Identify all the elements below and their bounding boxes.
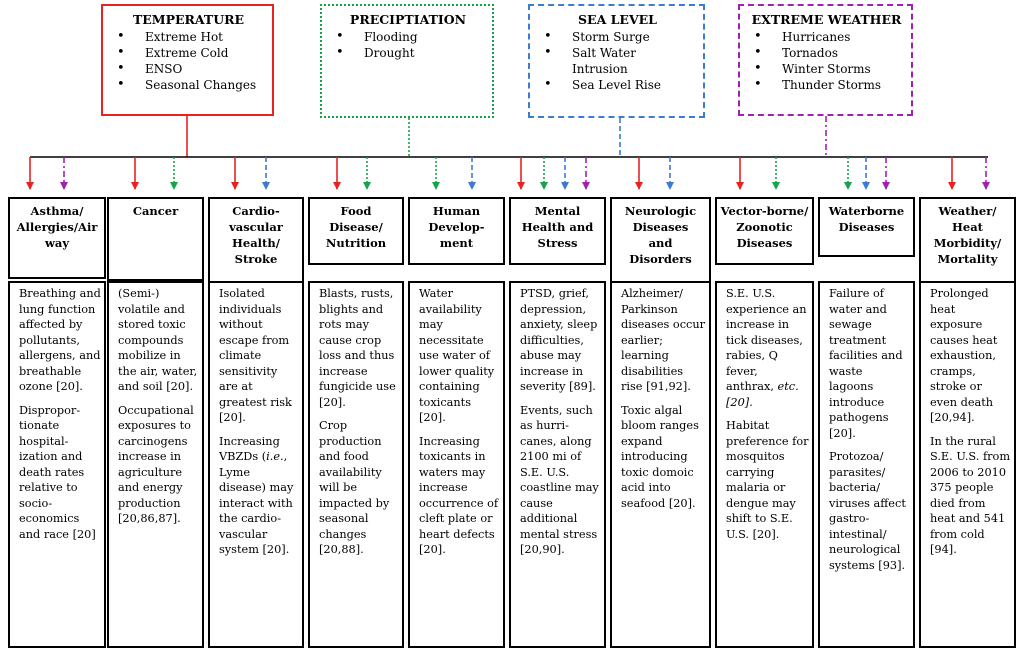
effect-paragraph: Isolated individuals without escape from…	[219, 287, 292, 424]
effect-header-line: Health and	[521, 220, 594, 234]
effect-paragraph: Crop production and food availability wi…	[319, 419, 390, 556]
effect-paragraph: Toxic algal bloom ranges expand introduc…	[621, 403, 699, 510]
effect-header-line: Human	[432, 204, 481, 218]
category-box-precipitation: PRECIPTIATION Flooding Drought	[320, 4, 494, 118]
effect-header-line: Neurologic	[624, 204, 697, 218]
effect-header-line: Cardio-	[232, 204, 280, 218]
effect-header-line: and	[648, 236, 673, 250]
effect-header-line: Health/	[232, 236, 280, 250]
effect-body-mental: PTSD, grief, depression, anxiety, sleep …	[509, 281, 606, 648]
category-item: Hurricanes	[750, 29, 903, 45]
effect-paragraph: In the rural S.E. U.S. from 2006 to 2010…	[930, 434, 1011, 557]
category-item: ENSO	[113, 61, 264, 77]
effect-header-line: Diseases	[736, 236, 793, 250]
effect-header-line: Disorders	[629, 252, 692, 266]
effect-header-line: way	[44, 236, 70, 250]
effect-paragraph: Protozoa/ parasites/ bacteria/ viruses a…	[829, 450, 906, 572]
effect-paragraph: Increasing toxicants in waters may incre…	[419, 434, 499, 557]
effect-body-cardio: Isolated individuals without escape from…	[208, 281, 304, 648]
category-title: SEA LEVEL	[578, 12, 657, 27]
effect-header-line: Vector-borne/	[720, 204, 809, 218]
category-box-temperature: TEMPERATURE Extreme Hot Extreme Cold ENS…	[101, 4, 274, 116]
effect-paragraph: Blasts, rusts, blights and rots may caus…	[319, 287, 396, 409]
category-item: Sea Level Rise	[540, 77, 695, 93]
effect-header-asthma: Asthma/Allergies/Air way	[8, 197, 106, 279]
effect-header-line: Stress	[537, 236, 578, 250]
effect-paragraph: (Semi-) volatile and stored toxic compou…	[118, 287, 198, 393]
category-box-sea-level: SEA LEVEL Storm Surge Salt Water Intrusi…	[528, 4, 705, 118]
effect-body-food: Blasts, rusts, blights and rots may caus…	[308, 281, 404, 648]
effect-body-waterborne: Failure of water and sewage treatment fa…	[818, 281, 915, 648]
effect-header-line: Develop-	[428, 220, 485, 234]
category-item: Flooding	[332, 29, 484, 45]
effect-header-line: Asthma/	[30, 204, 84, 218]
effect-body-asthma: Breathing and lung function affected by …	[8, 281, 106, 648]
effect-body-weather-heat: Prolonged heat exposure causes heat exha…	[919, 281, 1016, 648]
effect-body-neuro: Alzheimer/ Parkinson diseases occur earl…	[610, 281, 711, 648]
effect-header-line: Nutrition	[325, 236, 387, 250]
effect-header-line: vascular	[229, 220, 283, 234]
effect-paragraph: Events, such as hurri-canes, along 2100 …	[520, 403, 599, 557]
category-item: Extreme Cold	[113, 45, 264, 61]
category-title: PRECIPTIATION	[349, 12, 467, 27]
category-item: Salt Water Intrusion	[540, 45, 695, 77]
effect-header-line: Morbidity/	[933, 236, 1002, 250]
effect-body-vector: S.E. U.S. experience an increase in tick…	[715, 281, 814, 648]
category-box-extreme-weather: EXTREME WEATHER Hurricanes Tornados Wint…	[738, 4, 913, 116]
effect-header-line: Diseases	[632, 220, 689, 234]
effect-paragraph: PTSD, grief, depression, anxiety, sleep …	[520, 287, 598, 393]
category-item: Drought	[332, 45, 484, 61]
effect-paragraph: Occupational exposures to carcinogens in…	[118, 403, 194, 526]
effect-header-line: Mental	[534, 204, 581, 218]
category-title: EXTREME WEATHER	[751, 12, 902, 27]
effect-paragraph: Increasing VBZDs (i.e., Lyme disease) ma…	[219, 434, 294, 557]
category-item: Thunder Storms	[750, 77, 903, 93]
effect-header-line: Diseases	[838, 220, 895, 234]
effect-paragraph: Alzheimer/ Parkinson diseases occur earl…	[621, 287, 706, 393]
effect-paragraph: Breathing and lung function affected by …	[19, 287, 101, 393]
effect-paragraph: Water availability may necessitate use w…	[419, 287, 495, 424]
effect-header-line: Weather/	[938, 204, 997, 218]
category-item: Tornados	[750, 45, 903, 61]
category-item: Extreme Hot	[113, 29, 264, 45]
effect-header-line: Allergies/Air	[16, 220, 98, 234]
effect-body-cancer: (Semi-) volatile and stored toxic compou…	[107, 281, 204, 648]
effect-header-line: Food	[340, 204, 372, 218]
effect-header-line: Mortality	[937, 252, 998, 266]
effect-body-human-dev: Water availability may necessitate use w…	[408, 281, 505, 648]
effect-header-line: Stroke	[234, 252, 278, 266]
category-title: TEMPERATURE	[132, 12, 245, 27]
effect-header-line: Waterborne	[828, 204, 905, 218]
effect-header-line: Disease/	[329, 220, 383, 234]
effect-paragraph: Prolonged heat exposure causes heat exha…	[930, 287, 998, 424]
effect-paragraph: Habitat preference for mosquitos carryin…	[726, 419, 809, 541]
effect-header-line: ment	[439, 236, 474, 250]
effect-header-line: Cancer	[132, 204, 179, 218]
category-item: Winter Storms	[750, 61, 903, 77]
effect-header-line: Heat	[952, 220, 983, 234]
effect-paragraph: Failure of water and sewage treatment fa…	[829, 287, 903, 440]
effect-paragraph: S.E. U.S. experience an increase in tick…	[726, 287, 807, 409]
effect-header-line: Zoonotic	[736, 220, 793, 234]
category-item: Storm Surge	[540, 29, 695, 45]
effect-paragraph: Dispropor-tionate hospital-ization and d…	[19, 403, 96, 541]
effect-header-cancer: Cancer	[107, 197, 204, 281]
category-item: Seasonal Changes	[113, 77, 264, 93]
